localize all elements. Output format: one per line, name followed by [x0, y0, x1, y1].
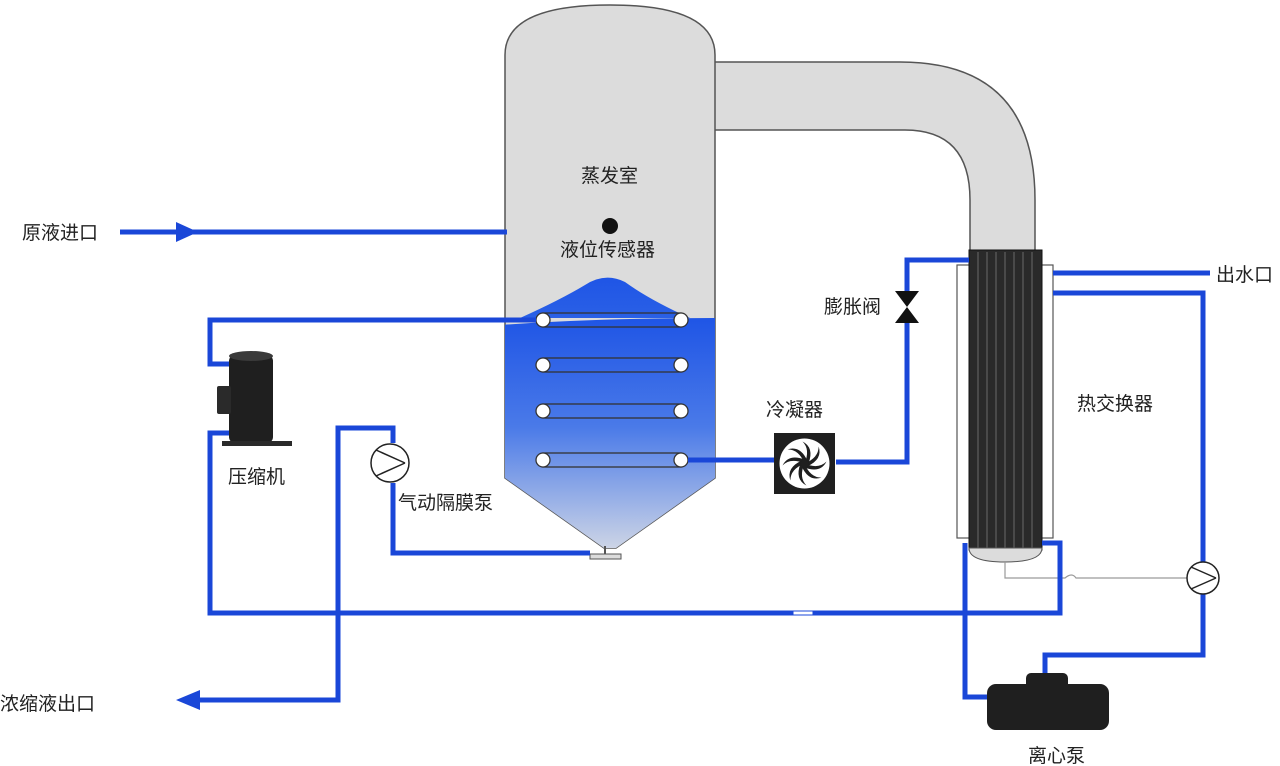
liquid-mound	[520, 277, 690, 318]
arrow-left-icon	[176, 690, 200, 710]
raw-inlet-label: 原液进口	[22, 222, 98, 244]
pump-to-outlet-pipe	[198, 425, 396, 703]
condenser-label: 冷凝器	[766, 399, 823, 421]
arrow-right-icon	[176, 222, 198, 242]
hx-to-recirc-pump-pipe	[1053, 290, 1206, 565]
diaphragm-pump-label: 气动隔膜泵	[398, 492, 493, 514]
water-outlet-label: 出水口	[1216, 264, 1273, 286]
level-sensor-dot	[602, 218, 618, 234]
fan-icon	[774, 433, 835, 494]
liquid-body	[505, 318, 715, 548]
heating-coil	[535, 312, 689, 468]
bowtie-valve-icon	[895, 291, 919, 323]
heat-exchanger-tubes	[977, 252, 1033, 548]
drain-fitting	[589, 553, 622, 560]
centrifugal-pump-label: 离心泵	[1028, 745, 1085, 766]
heat-exchanger-bottom-cap	[968, 547, 1043, 563]
valve-to-exchanger-pipe	[904, 257, 969, 291]
expansion-valve-label: 膨胀阀	[824, 296, 881, 318]
condenser-to-valve-pipe	[836, 323, 910, 465]
compressor	[217, 351, 292, 446]
compressor-return-pipe	[207, 430, 1063, 616]
level-sensor-label: 液位传感器	[560, 239, 655, 261]
evaporator-label: 蒸发室	[581, 165, 638, 187]
recirculation-pump	[1186, 561, 1220, 595]
pump-symbol-icon	[370, 443, 410, 483]
recirc-pump-to-centrifugal-pipe	[1042, 592, 1206, 680]
pipe-crossing-marker	[792, 610, 814, 616]
compressor-discharge-pipe	[207, 317, 536, 367]
compressor-label: 压缩机	[228, 466, 285, 488]
hx-drain-line	[1004, 562, 1188, 579]
vapor-duct	[711, 61, 1036, 256]
drain-to-pump-pipe	[390, 483, 590, 556]
concentrate-outlet-label: 浓缩液出口	[0, 693, 95, 715]
hx-to-centrifugal-pipe	[962, 543, 990, 700]
heat-exchanger-label: 热交换器	[1077, 393, 1153, 415]
centrifugal-pump	[987, 673, 1109, 730]
